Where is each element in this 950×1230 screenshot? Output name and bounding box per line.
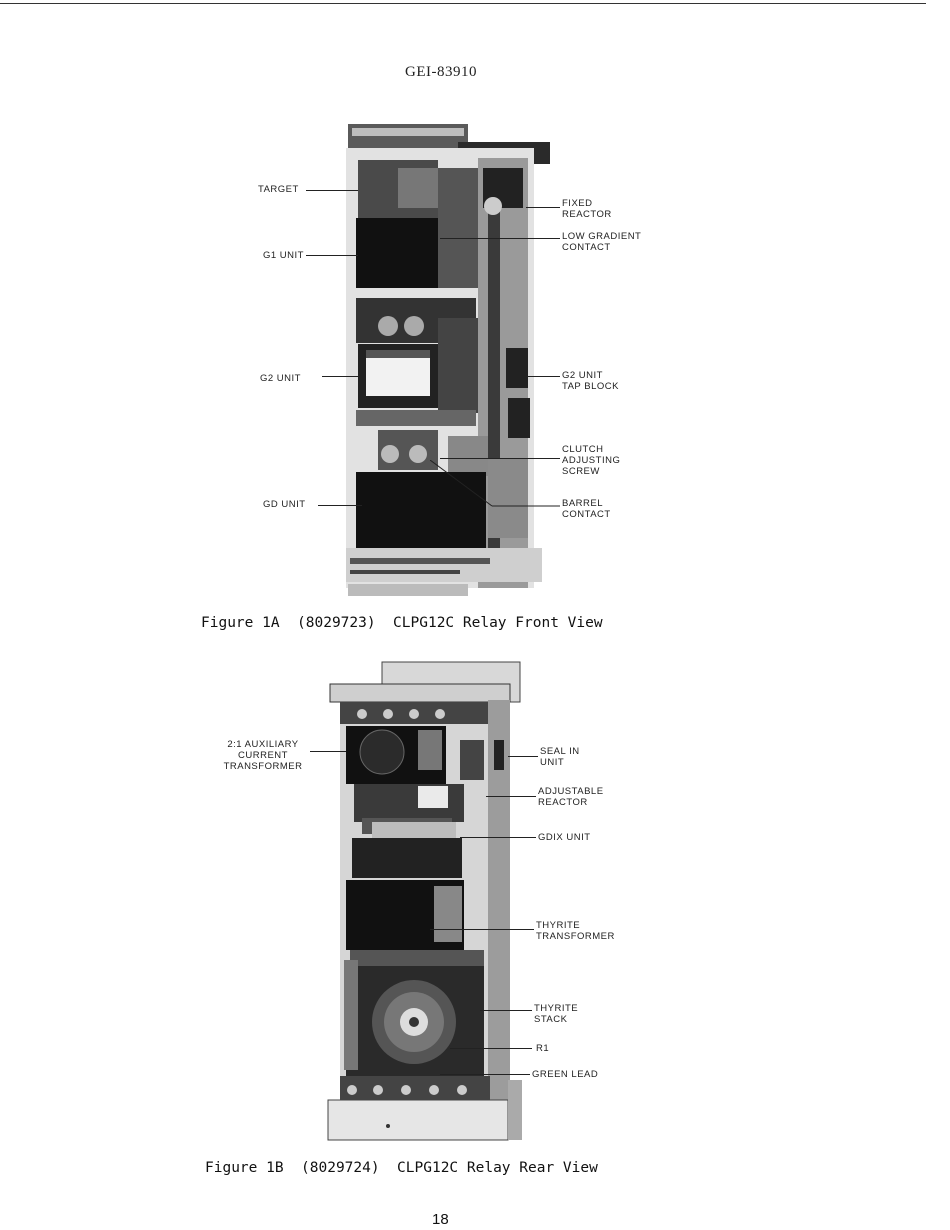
relay-front-view-photo bbox=[346, 124, 550, 596]
label-clutch-adjusting-screw: CLUTCH ADJUSTING SCREW bbox=[562, 444, 621, 477]
page-number: 18 bbox=[432, 1211, 449, 1228]
document-number: GEI-83910 bbox=[405, 64, 477, 80]
label-fixed-reactor: FIXED REACTOR bbox=[562, 198, 612, 220]
leader-gdix-unit bbox=[460, 837, 536, 838]
label-gdix-unit: GDIX UNIT bbox=[538, 832, 591, 843]
leader-low-gradient-contact bbox=[440, 238, 560, 239]
leader-g2-unit bbox=[322, 376, 362, 377]
leader-clutch-adjusting-screw bbox=[440, 458, 560, 459]
label-g2-unit: G2 UNIT bbox=[260, 373, 301, 384]
leader-r1 bbox=[450, 1048, 532, 1049]
leader-adjustable-reactor bbox=[486, 796, 536, 797]
leader-seal-in-unit bbox=[508, 756, 538, 757]
leader-barrel-contact bbox=[430, 460, 560, 507]
label-seal-in-unit: SEAL IN UNIT bbox=[540, 746, 580, 768]
label-thyrite-stack: THYRITE STACK bbox=[534, 1003, 579, 1025]
label-r1: R1 bbox=[536, 1043, 550, 1054]
label-low-gradient-contact: LOW GRADIENT CONTACT bbox=[562, 231, 642, 253]
label-gd-unit: GD UNIT bbox=[263, 499, 306, 510]
leader-fixed-reactor bbox=[526, 207, 560, 208]
top-rule bbox=[0, 3, 926, 4]
leader-thyrite-stack bbox=[480, 1010, 532, 1011]
label-adjustable-reactor: ADJUSTABLE REACTOR bbox=[538, 786, 604, 808]
leader-auxiliary-ct bbox=[310, 751, 346, 752]
label-g2-unit-tap-block: G2 UNIT TAP BLOCK bbox=[562, 370, 619, 392]
label-thyrite-transformer: THYRITE TRANSFORMER bbox=[536, 920, 615, 942]
leader-thyrite-transformer bbox=[430, 929, 534, 930]
label-auxiliary-current-transformer: 2:1 AUXILIARY CURRENT TRANSFORMER bbox=[223, 739, 303, 772]
relay-rear-view-photo bbox=[327, 661, 522, 1141]
figure-1a-caption: Figure 1A (8029723) CLPG12C Relay Front … bbox=[201, 615, 603, 631]
label-green-lead: GREEN LEAD bbox=[532, 1069, 599, 1080]
leader-gd-unit bbox=[318, 505, 362, 506]
leader-green-lead bbox=[440, 1074, 530, 1075]
leader-g2-tap-block bbox=[520, 376, 560, 377]
label-g1-unit: G1 UNIT bbox=[263, 250, 304, 261]
leader-target bbox=[306, 190, 358, 191]
figure-1b-caption: Figure 1B (8029724) CLPG12C Relay Rear V… bbox=[205, 1160, 598, 1176]
label-barrel-contact: BARREL CONTACT bbox=[562, 498, 611, 520]
label-target: TARGET bbox=[258, 184, 299, 195]
leader-g1-unit bbox=[306, 255, 358, 256]
